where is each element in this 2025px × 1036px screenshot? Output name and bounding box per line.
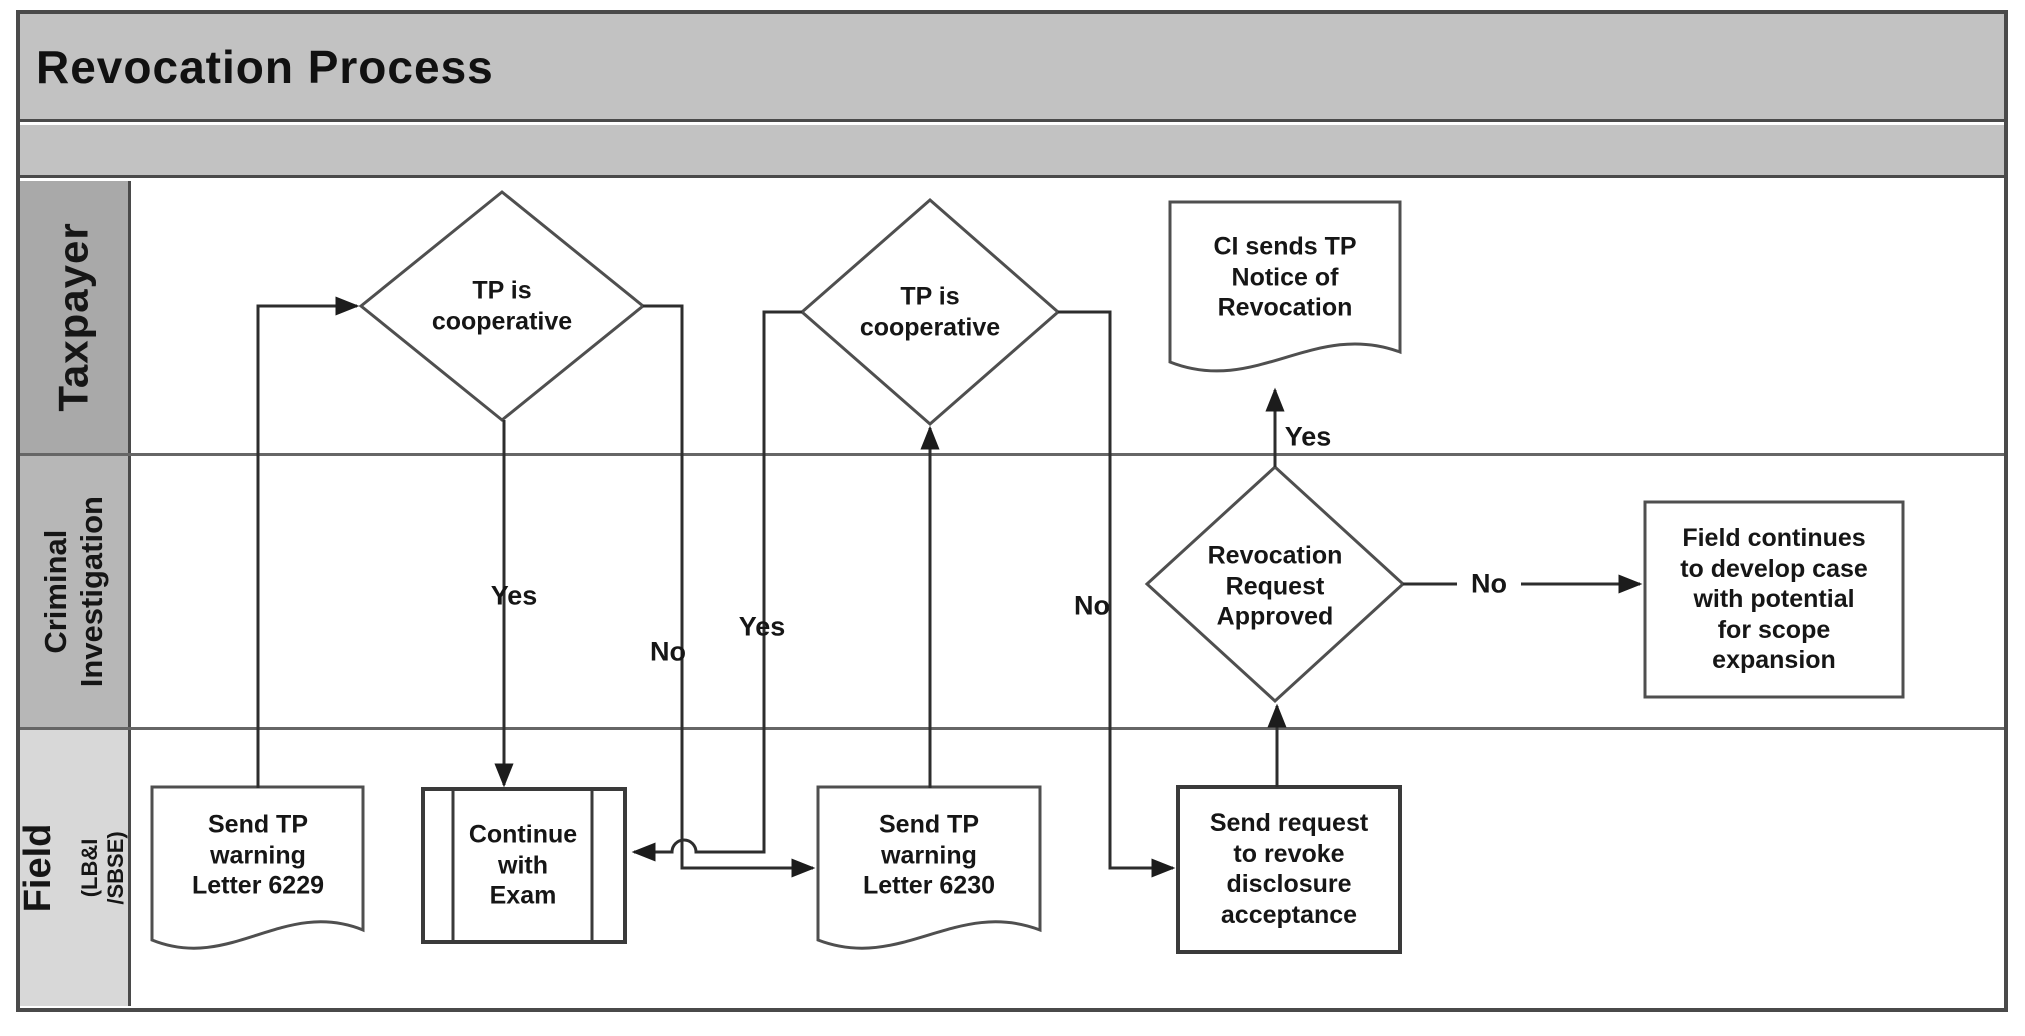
process-send-request-shape [1176, 785, 1402, 954]
node-label-tp-cooperative-1: TP is cooperative [431, 276, 573, 336]
edge-decision2-no-to-send-request [1058, 310, 1176, 878]
node-label-letter-6229: Send TP warning Letter 6229 [191, 810, 325, 900]
lane-header-field: Field (LB&I /SBSE) [17, 730, 131, 1006]
document-letter-6230-shape [816, 785, 1042, 950]
node-label-ci-notice: CI sends TP Notice of Revocation [1213, 232, 1357, 322]
document-ci-notice-shape [1168, 200, 1402, 373]
lane-divider-ci-field [20, 727, 2004, 730]
process-field-continues-shape [1643, 500, 1905, 699]
edge-decision1-no-to-letter6230 [643, 304, 816, 878]
edge-label-decision2-no: No [1074, 590, 1110, 621]
node-label-revocation-approved: Revocation Request Approved [1207, 541, 1343, 631]
edge-label-decision1-yes: Yes [490, 580, 538, 611]
edge-label-decision2-yes: Yes [738, 611, 786, 642]
edge-label-decision3-no: No [1457, 568, 1521, 600]
node-label-send-request: Send request to revoke disclosure accept… [1209, 809, 1369, 929]
edge-label-decision3-yes: Yes [1284, 421, 1332, 452]
edge-letter6229-to-decision1 [256, 296, 360, 788]
phase-bar [20, 125, 2004, 178]
edge-decision2-yes-to-continue-exam [631, 310, 802, 862]
node-label-continue-exam: Continue with Exam [468, 820, 578, 910]
edge-label-decision1-no: No [650, 636, 686, 667]
document-letter-6229-shape [150, 785, 365, 950]
lane-header-criminal-investigation: Criminal Investigation [20, 456, 131, 727]
lane-divider-taxpayer-ci [20, 453, 2004, 456]
title-bar: Revocation Process [20, 14, 2004, 122]
node-label-tp-cooperative-2: TP is cooperative [859, 282, 1001, 342]
lane-header-taxpayer: Taxpayer [20, 181, 131, 453]
page-title: Revocation Process [36, 40, 494, 93]
node-label-letter-6230: Send TP warning Letter 6230 [862, 810, 996, 900]
node-label-field-continues: Field continues to develop case with pot… [1680, 523, 1868, 674]
